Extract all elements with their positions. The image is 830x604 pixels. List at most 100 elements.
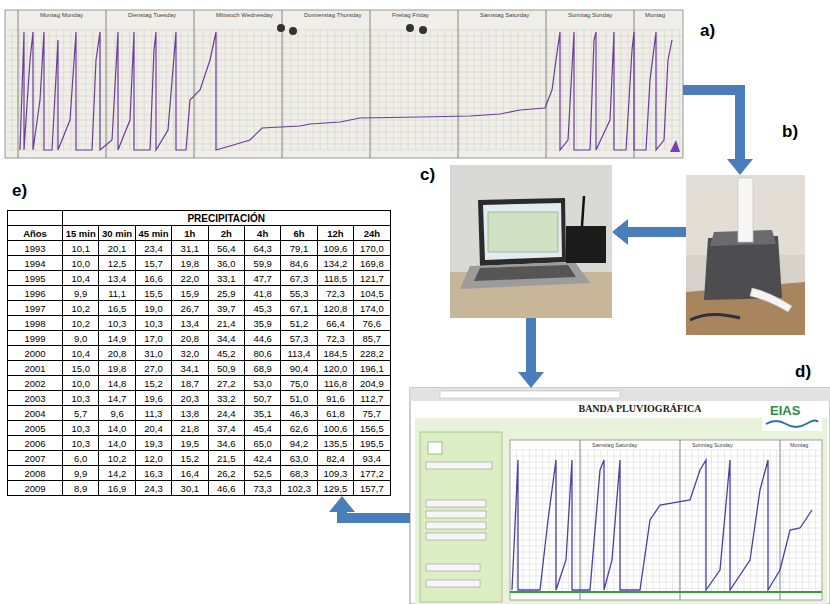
table-text: 6,0 (74, 453, 87, 464)
table-cell: 1h (172, 226, 208, 241)
table-text: 72,3 (326, 333, 345, 344)
table-text: 23,4 (144, 243, 163, 254)
grid-line (607, 450, 608, 592)
grid-line (202, 30, 203, 150)
table-text: 27,2 (217, 378, 236, 389)
table-cell: 10,0 (63, 256, 99, 271)
grid-line (576, 30, 577, 150)
grid-line (48, 30, 49, 150)
table-text: 109,6 (324, 243, 348, 254)
day-name: Freitag Friday (392, 12, 429, 18)
photo-wall-light (686, 175, 805, 255)
table-cell: 63,0 (281, 451, 317, 466)
table-cell (8, 211, 63, 226)
grid-line (614, 450, 615, 592)
table-cell: 94,2 (281, 436, 317, 451)
table-cell: 67,3 (281, 271, 317, 286)
table-cell: 57,3 (281, 331, 317, 346)
table-row: 199810,210,310,313,421,435,951,266,476,6 (8, 316, 391, 331)
table-text: 30,1 (181, 483, 200, 494)
table-cell: 85,7 (354, 331, 390, 346)
table-cell: 104,5 (354, 286, 390, 301)
table-text: 47,7 (253, 273, 272, 284)
table-text: 112,7 (360, 393, 383, 404)
table-cell: 6h (281, 226, 317, 241)
table-cell: 2005 (8, 421, 63, 436)
table-text: 170,0 (360, 243, 384, 254)
flow-arrow (612, 219, 686, 245)
grid-line (173, 30, 174, 150)
table-cell: 52,5 (244, 466, 280, 481)
table-cell: 15,2 (172, 451, 208, 466)
menu-button (426, 462, 492, 469)
table-cell: 20,1 (99, 241, 135, 256)
table-cell: 31,0 (135, 346, 171, 361)
table-text: 42,4 (253, 453, 272, 464)
table-text: 55,3 (290, 288, 309, 299)
table-cell: 82,4 (317, 451, 353, 466)
grid-line (633, 450, 634, 592)
table-cell: 12,5 (99, 256, 135, 271)
grid-line (796, 450, 797, 592)
table-text: PRECIPITACIÓN (187, 213, 265, 224)
grid-line (606, 30, 607, 150)
table-text: 51,2 (290, 318, 309, 329)
table-text: 9,0 (74, 333, 87, 344)
table-cell: 16,4 (172, 466, 208, 481)
table-text: 16,9 (108, 483, 127, 494)
grid-line (5, 96, 683, 97)
panel-letter: c) (420, 166, 435, 183)
table-cell: 67,1 (281, 301, 317, 316)
day-line (546, 10, 547, 158)
day-name: Montag Monday (40, 12, 83, 18)
table-text: 18,7 (181, 378, 200, 389)
day-name: Dienstag Tuesday (128, 12, 176, 18)
table-cell: 2002 (8, 376, 63, 391)
grid-line (122, 30, 123, 150)
grid-line (783, 450, 784, 592)
table-text: 195,5 (360, 438, 384, 449)
table-cell: 10,3 (63, 391, 99, 406)
table-cell: 51,0 (281, 391, 317, 406)
table-cell: 23,4 (135, 241, 171, 256)
table-cell: 72,3 (317, 331, 353, 346)
table-cell: 5,7 (63, 406, 99, 421)
table-cell: 18,7 (172, 376, 208, 391)
table-text: 72,3 (326, 288, 345, 299)
panel-letter: b) (782, 123, 798, 140)
table-cell: 68,3 (281, 466, 317, 481)
table-cell: 64,3 (244, 241, 280, 256)
table-text: 9,9 (74, 288, 87, 299)
table-text: 21,5 (217, 453, 236, 464)
table-cell: 12h (317, 226, 353, 241)
table-cell: 113,4 (281, 346, 317, 361)
grid-line (320, 30, 321, 150)
table-text: 66,4 (326, 318, 345, 329)
chart-grid (5, 30, 683, 150)
grid-line (349, 30, 350, 150)
table-cell: 16,3 (135, 466, 171, 481)
table-row: 200115,019,827,034,150,968,990,4120,0196… (8, 361, 391, 376)
table-text: 14,8 (108, 378, 127, 389)
table-cell: 20,3 (172, 391, 208, 406)
table-cell: 120,0 (317, 361, 353, 376)
table-row: 200510,314,020,421,837,445,462,6100,6156… (8, 421, 391, 436)
arrow-shaft (342, 511, 410, 518)
page-title: BANDA PLUVIOGRÁFICA (578, 404, 701, 414)
table-cell: 8,9 (63, 481, 99, 496)
table-text: 52,5 (253, 468, 272, 479)
table-cell: 19,6 (135, 391, 171, 406)
flow-arrow (329, 496, 410, 518)
table-cell: 59,9 (244, 256, 280, 271)
table-cell: 10,3 (99, 316, 135, 331)
table-cell: 15,5 (135, 286, 171, 301)
table-text: 68,9 (253, 363, 272, 374)
grid-line (78, 30, 79, 150)
table-text: 45 min (138, 228, 168, 239)
table-text: 67,1 (290, 303, 309, 314)
grid-line (437, 30, 438, 150)
table-cell: 1998 (8, 316, 63, 331)
grid-line (744, 450, 745, 592)
table-text: 157,7 (360, 483, 384, 494)
table-cell: 204,9 (354, 376, 390, 391)
